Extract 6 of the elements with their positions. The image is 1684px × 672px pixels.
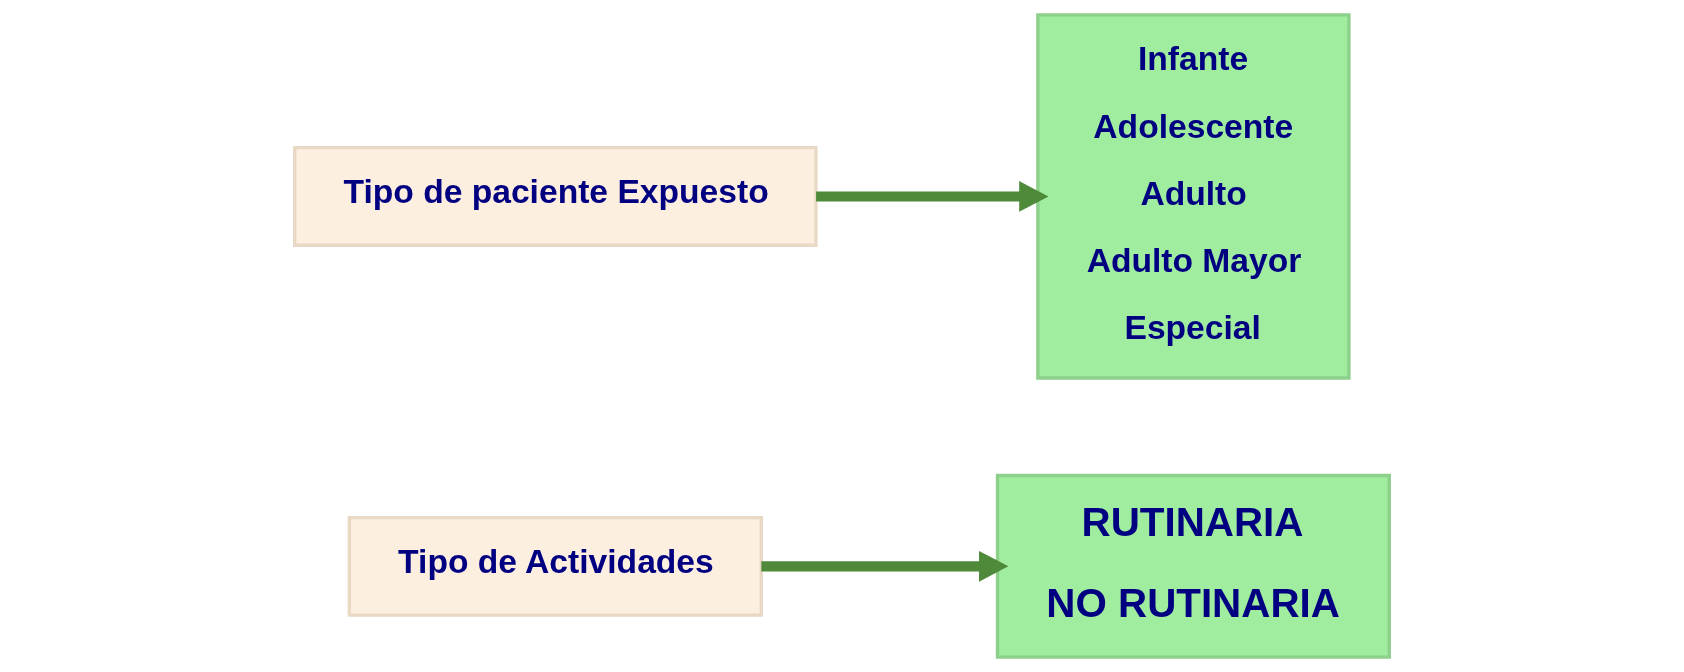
arrow <box>761 550 1009 582</box>
node-box: Infante Adolescente Adulto Adulto Mayor Especial <box>1036 13 1351 380</box>
arrow <box>816 181 1049 212</box>
node-box: RUTINARIA NO RUTINARIA <box>995 473 1391 659</box>
node-box: Tipo de paciente Expuesto <box>293 146 818 247</box>
node-box: Tipo de Actividades <box>347 515 763 617</box>
